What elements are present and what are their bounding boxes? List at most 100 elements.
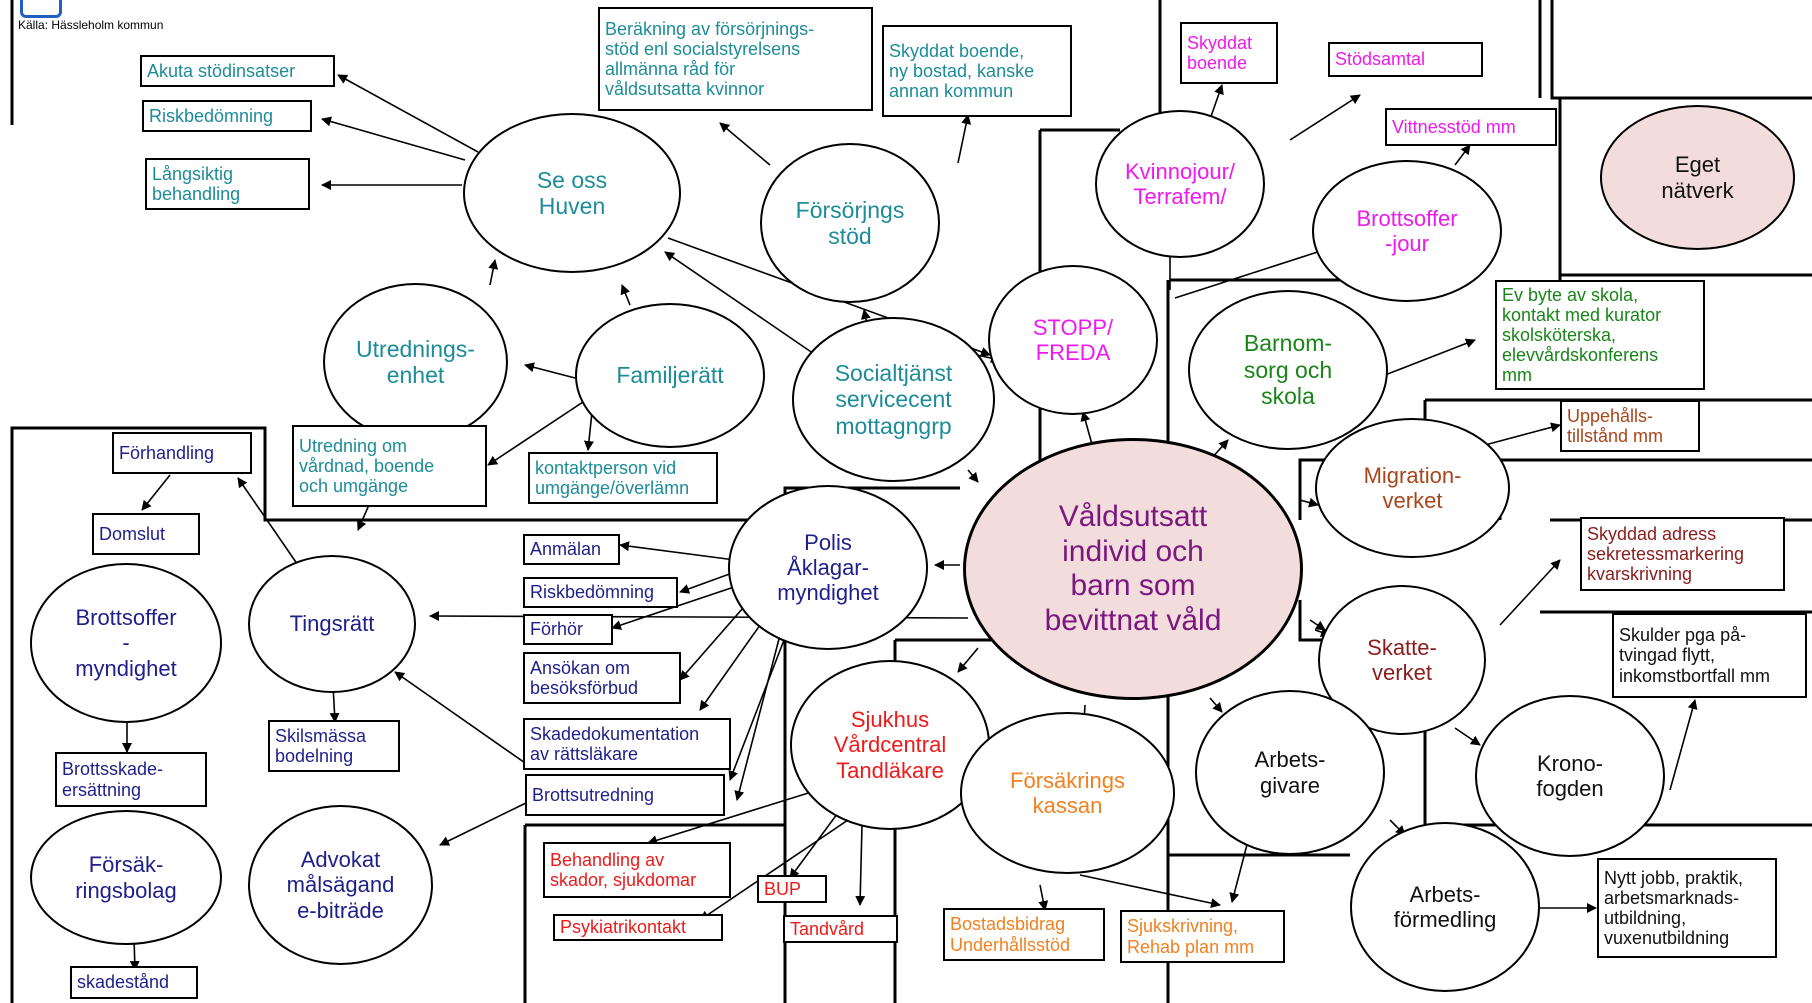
circle-forsakringsbolag[interactable]: Försäk- ringsbolag [30,810,222,945]
circle-arbetsformedling-label: Arbets- förmedling [1393,881,1497,932]
box-skadestand-label: skadestånd [77,972,170,993]
circle-brottsoffermyndighet[interactable]: Brottsoffer - myndighet [30,563,222,723]
circle-kvinnojour-label: Kvinnojour/ Terrafem/ [1124,158,1236,209]
box-anmalan-label: Anmälan [530,539,602,560]
box-skyddat-boende: Skyddat boende [1180,22,1278,84]
box-langsiktig-behandling-label: Långsiktig behandling [152,163,241,204]
circle-sjukhus-label: Sjukhus Vårdcentral Tandläkare [833,707,947,783]
box-skilsmassa-bodelning: Skilsmässa bodelning [268,720,400,772]
box-langsiktig-behandling: Långsiktig behandling [145,158,310,210]
box-riskbedomning-2: Riskbedömning [523,577,678,608]
box-berakning-forsorjningsstod-label: Beräkning av försörjnings- stöd enl soci… [605,18,815,100]
box-riskbedomning-1: Riskbedömning [142,100,312,132]
box-uppehallstillstand-label: Uppehålls- tillstånd mm [1567,405,1664,446]
box-brottsskadeersattning: Brottsskade- ersättning [55,752,207,807]
box-uppehallstillstand: Uppehålls- tillstånd mm [1560,400,1700,452]
box-bup: BUP [757,875,827,903]
box-skadedokumentation-label: Skadedokumentation av rättsläkare [530,723,700,764]
circle-kvinnojour[interactable]: Kvinnojour/ Terrafem/ [1095,110,1265,258]
circle-advokat[interactable]: Advokat målsägand e-biträde [248,805,433,965]
box-tandvard: Tandvård [783,915,898,943]
box-utredning-om-vardnad: Utredning om vårdnad, boende och umgänge [292,425,487,507]
box-forhandling: Förhandling [112,432,252,474]
box-domslut-label: Domslut [99,523,166,544]
circle-arbetsformedling[interactable]: Arbets- förmedling [1350,822,1540,992]
circle-polis-aklagare-label: Polis Åklagar- myndighet [777,529,879,606]
circle-forsorjningsstod-label: Försörjngs stöd [795,196,905,249]
circle-barnomsorg-skola-label: Barnom- sorg och skola [1243,330,1333,410]
circle-migrationsverket-label: Migration- verket [1363,462,1462,513]
box-riskbedomning-2-label: Riskbedömning [530,582,655,603]
box-brottsskadeersattning-label: Brottsskade- ersättning [62,759,164,800]
circle-familjeratt-label: Familjerätt [616,362,724,389]
box-skyddad-adress-label: Skyddad adress sekretessmarkering kvarsk… [1587,523,1745,585]
box-skulder-label: Skulder pga på- tvingad flytt, inkomstbo… [1619,625,1771,686]
circle-kronofogden[interactable]: Krono- fogden [1475,695,1665,857]
circle-socialtjanst[interactable]: Socialtjänst servicecent mottagngrp [792,317,995,482]
box-tandvard-label: Tandvård [790,918,865,939]
circle-advokat-label: Advokat målsägand e-biträde [286,847,395,923]
box-bup-label: BUP [764,878,802,899]
box-skyddad-adress: Skyddad adress sekretessmarkering kvarsk… [1580,517,1785,591]
box-ansokan-besoksforbud: Ansökan om besöksförbud [523,652,681,704]
circle-utredningsenhet-label: Utrednings- enhet [356,335,475,388]
circle-forsakringskassan[interactable]: Försäkrings kassan [960,712,1175,874]
circle-brottsofferjour[interactable]: Brottsoffer -jour [1312,160,1502,302]
circle-migrationsverket[interactable]: Migration- verket [1315,418,1510,558]
circle-tingsratt[interactable]: Tingsrätt [248,555,416,693]
circle-polis-aklagare[interactable]: Polis Åklagar- myndighet [728,485,928,650]
box-utredning-om-vardnad-label: Utredning om vårdnad, boende och umgänge [299,435,435,497]
box-akuta-stodinsatser: Akuta stödinsatser [140,55,335,87]
box-anmalan: Anmälan [523,534,620,565]
circle-familjeratt[interactable]: Familjerätt [575,303,765,448]
circle-stopp-freda[interactable]: STOPP/ FREDA [988,265,1158,415]
circle-stopp-freda-label: STOPP/ FREDA [1032,314,1114,365]
box-behandling-skador-label: Behandling av skador, sjukdomar [550,849,697,890]
box-berakning-forsorjningsstod: Beräkning av försörjnings- stöd enl soci… [598,7,873,111]
circle-barnomsorg-skola[interactable]: Barnom- sorg och skola [1188,290,1388,450]
center-label: Våldsutsatt individ och barn som bevittn… [1044,500,1222,637]
box-stodsamtal-label: Stödsamtal [1335,49,1426,70]
box-skadedokumentation: Skadedokumentation av rättsläkare [523,718,731,770]
circle-utredningsenhet[interactable]: Utrednings- enhet [323,283,508,441]
box-behandling-skador: Behandling av skador, sjukdomar [543,842,731,898]
circle-brottsofferjour-label: Brottsoffer -jour [1356,205,1458,256]
box-forhor: Förhör [523,614,613,645]
circle-forsorjningsstod[interactable]: Försörjngs stöd [760,143,940,303]
circle-se-oss-huven[interactable]: Se oss Huven [463,113,681,273]
circle-sjukhus[interactable]: Sjukhus Vårdcentral Tandläkare [790,660,990,830]
box-bostadsbidrag: Bostadsbidrag Underhållsstöd [943,908,1105,961]
circle-forsakringsbolag-label: Försäk- ringsbolag [75,852,177,903]
box-nytt-jobb-label: Nytt jobb, praktik, arbetsmarknads- utbi… [1604,867,1744,949]
box-skilsmassa-bodelning-label: Skilsmässa bodelning [275,725,367,766]
source-note: Källa: Hässleholm kommun [18,18,164,32]
box-ansokan-besoksforbud-label: Ansökan om besöksförbud [530,657,639,698]
box-skadestand: skadestånd [70,966,198,999]
box-kontaktperson: kontaktperson vid umgänge/överlämn [528,452,718,504]
circle-arbetsgivare-label: Arbets- givare [1254,747,1326,798]
circle-eget-natverk-label: Eget nätverk [1661,152,1734,203]
circle-se-oss-huven-label: Se oss Huven [536,166,608,219]
box-byte-av-skola-label: Ev byte av skola, kontakt med kurator sk… [1502,284,1662,386]
box-sjukskrivning: Sjukskrivning, Rehab plan mm [1120,910,1285,963]
box-byte-av-skola: Ev byte av skola, kontakt med kurator sk… [1495,280,1705,390]
box-akuta-stodinsatser-label: Akuta stödinsatser [147,60,296,81]
circle-eget-natverk[interactable]: Eget nätverk [1600,105,1795,250]
box-forhor-label: Förhör [530,619,584,640]
circle-valdsutsatt-individ[interactable]: Våldsutsatt individ och barn som bevittn… [963,438,1303,700]
box-vittnesstod: Vittnesstöd mm [1385,108,1557,146]
box-domslut: Domslut [92,513,200,555]
box-sjukskrivning-label: Sjukskrivning, Rehab plan mm [1127,916,1255,957]
box-kontaktperson-label: kontaktperson vid umgänge/överlämn [535,457,690,498]
circle-arbetsgivare[interactable]: Arbets- givare [1195,690,1385,855]
circle-skatteverket-label: Skatte- verket [1367,634,1437,685]
box-forhandling-label: Förhandling [119,442,215,463]
box-skulder: Skulder pga på- tvingad flytt, inkomstbo… [1612,613,1807,698]
box-skyddat-boende-label: Skyddat boende [1187,32,1253,73]
box-psykiatrikontakt: Psykiatrikontakt [553,914,723,941]
box-skyddat-boende-ny-bostad-label: Skyddat boende, ny bostad, kanske annan … [889,40,1035,102]
circle-brottsoffermyndighet-label: Brottsoffer - myndighet [75,605,177,681]
box-riskbedomning-1-label: Riskbedömning [149,105,274,126]
box-psykiatrikontakt-label: Psykiatrikontakt [560,917,687,938]
